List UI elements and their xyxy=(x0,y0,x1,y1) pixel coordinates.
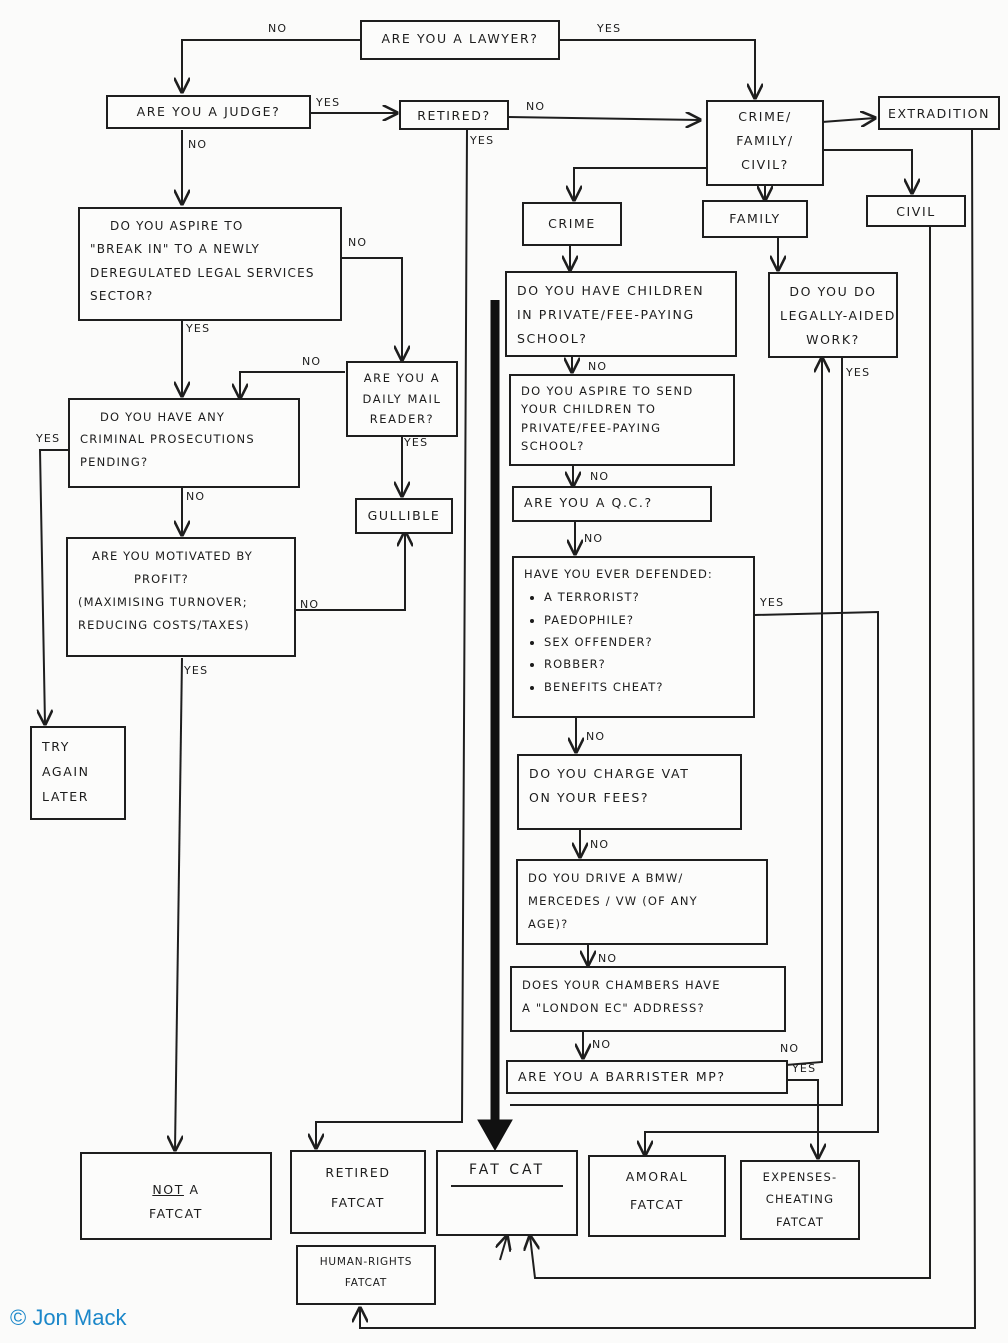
node-have-you-ever-defended: HAVE YOU EVER DEFENDED: A TERRORIST? PAE… xyxy=(512,556,755,718)
edge-label-yes: YES xyxy=(404,436,429,449)
edge-label-yes: YES xyxy=(36,432,61,445)
edge-label-no: NO xyxy=(780,1042,800,1055)
edge-label-yes: YES xyxy=(792,1062,817,1075)
node-motivated-by-profit: ARE YOU MOTIVATED BY PROFIT? (MAXIMISING… xyxy=(66,537,296,657)
edge-label-yes: YES xyxy=(846,366,871,379)
edge-label-yes: YES xyxy=(597,22,622,35)
node-crime-family-civil: CRIME/ FAMILY/ CIVIL? xyxy=(706,100,824,186)
node-are-you-a-judge: ARE YOU A JUDGE? xyxy=(106,95,311,129)
defended-list: A TERRORIST? PAEDOPHILE? SEX OFFENDER? R… xyxy=(524,586,743,698)
node-aspire-break-in: DO YOU ASPIRE TO "BREAK IN" TO A NEWLY D… xyxy=(78,207,342,321)
node-fat-cat: FAT CAT xyxy=(436,1150,578,1236)
node-amoral-fatcat: AMORAL FATCAT xyxy=(588,1155,726,1237)
node-human-rights-fatcat: HUMAN-RIGHTS FATCAT xyxy=(296,1245,436,1305)
defended-item: BENEFITS CHEAT? xyxy=(544,676,743,698)
edge-label-no: NO xyxy=(590,838,610,851)
node-gullible: GULLIBLE xyxy=(355,498,453,534)
node-legally-aided-work: DO YOU DO LEGALLY-AIDED WORK? xyxy=(768,272,898,358)
edge-label-no: NO xyxy=(598,952,618,965)
edge-label-no: NO xyxy=(526,100,546,113)
node-criminal-prosecutions-pending: DO YOU HAVE ANY CRIMINAL PROSECUTIONS PE… xyxy=(68,398,300,488)
node-crime: CRIME xyxy=(522,202,622,246)
edge-label-no: NO xyxy=(588,360,608,373)
edge-label-yes: YES xyxy=(184,664,209,677)
defended-item: SEX OFFENDER? xyxy=(544,631,743,653)
node-are-you-a-lawyer: ARE YOU A LAWYER? xyxy=(360,20,560,60)
edge-label-no: NO xyxy=(584,532,604,545)
edge-label-yes: YES xyxy=(760,596,785,609)
edge-label-yes: YES xyxy=(186,322,211,335)
edge-label-no: NO xyxy=(348,236,368,249)
edge-label-no: NO xyxy=(186,490,206,503)
edge-label-yes: YES xyxy=(470,134,495,147)
node-drive-bmw: DO YOU DRIVE A BMW/ MERCEDES / VW (OF AN… xyxy=(516,859,768,945)
node-retired-fatcat: RETIRED FATCAT xyxy=(290,1150,426,1234)
node-are-you-a-qc: ARE YOU A Q.C.? xyxy=(512,486,712,522)
node-retired: RETIRED? xyxy=(399,100,509,130)
node-children-private-school: DO YOU HAVE CHILDREN IN PRIVATE/FEE-PAYI… xyxy=(505,271,737,357)
fat-cat-underline xyxy=(451,1184,563,1187)
copyright-credit: © Jon Mack xyxy=(10,1305,127,1330)
defended-item: ROBBER? xyxy=(544,653,743,675)
edge-label-yes: YES xyxy=(316,96,341,109)
node-charge-vat: DO YOU CHARGE VAT ON YOUR FEES? xyxy=(517,754,742,830)
edge-label-no: NO xyxy=(590,470,610,483)
node-aspire-send-children: DO YOU ASPIRE TO SEND YOUR CHILDREN TO P… xyxy=(509,374,735,466)
node-family: FAMILY xyxy=(702,200,808,238)
edge-label-no: NO xyxy=(592,1038,612,1051)
defended-item: A TERRORIST? xyxy=(544,586,743,608)
node-not-a-fatcat: NOT A FATCAT xyxy=(80,1152,272,1240)
edge-label-no: NO xyxy=(302,355,322,368)
edge-label-no: NO xyxy=(586,730,606,743)
edge-label-no: NO xyxy=(300,598,320,611)
node-civil: CIVIL xyxy=(866,195,966,227)
node-extradition: EXTRADITION xyxy=(878,96,1000,130)
not-emphasis: NOT xyxy=(152,1182,184,1197)
node-barrister-mp: ARE YOU A BARRISTER MP? xyxy=(506,1060,788,1094)
edge-label-no: NO xyxy=(268,22,288,35)
node-try-again-later: TRY AGAIN LATER xyxy=(30,726,126,820)
edge-label-no: NO xyxy=(188,138,208,151)
node-london-ec-address: DOES YOUR CHAMBERS HAVE A "LONDON EC" AD… xyxy=(510,966,786,1032)
node-daily-mail-reader: ARE YOU A DAILY MAIL READER? xyxy=(346,361,458,437)
defended-item: PAEDOPHILE? xyxy=(544,609,743,631)
node-expenses-cheating-fatcat: EXPENSES- CHEATING FATCAT xyxy=(740,1160,860,1240)
